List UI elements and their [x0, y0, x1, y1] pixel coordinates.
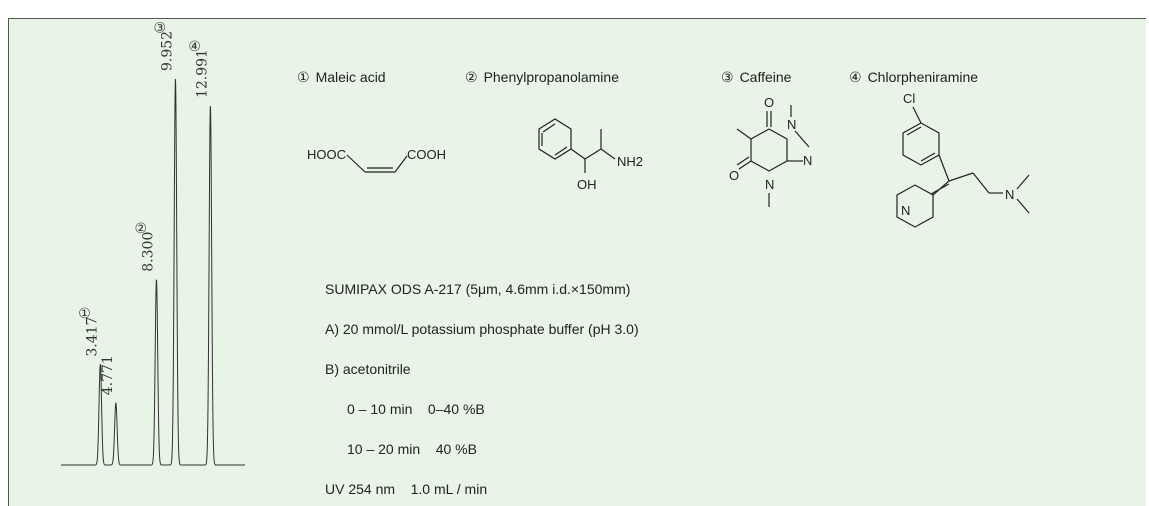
compound-name-4: Chlorpheniramine [867, 69, 979, 85]
maleic-cooh-label: COOH [407, 147, 446, 162]
retention-time-label: 3.417 [84, 317, 100, 357]
caffeine-n1-label: N [787, 117, 796, 132]
chlorpheniramine-n-amine-label: N [1005, 187, 1014, 202]
maleic-acid-structure: HOOC COOH [307, 147, 446, 173]
peak-number-label: ② [134, 221, 147, 237]
compound-name-3: Caffeine [739, 69, 792, 85]
caffeine-o1-label: O [764, 95, 774, 110]
peak-number-label: ① [78, 306, 91, 322]
condition-column: SUMIPAX ODS A-217 (5μm, 4.6mm i.d.×150mm… [325, 281, 631, 297]
chlorpheniramine-cl-label: Cl [903, 91, 915, 106]
compound-number-2: ② [465, 70, 478, 86]
retention-time-label: 8.300 [140, 232, 156, 272]
phenylpropanolamine-structure: NH2 OH [538, 118, 643, 192]
caffeine-n3-label: N [765, 177, 774, 192]
caffeine-n2-label: N [803, 153, 812, 168]
compound-name-1: Maleic acid [315, 69, 386, 85]
condition-detection: UV 254 nm 1.0 mL / min [325, 481, 488, 497]
ppa-oh-label: OH [577, 177, 597, 192]
retention-time-label: 12.991 [194, 49, 210, 98]
peak-number-label: ③ [153, 21, 166, 37]
compound-label-2: ② Phenylpropanolamine [465, 69, 619, 86]
maleic-hooc-label: HOOC [307, 147, 346, 162]
condition-gradient-2: 10 – 20 min 40 %B [347, 441, 477, 457]
ppa-nh2-label: NH2 [617, 154, 643, 169]
condition-mobile-a: A) 20 mmol/L potassium phosphate buffer … [325, 321, 639, 337]
compound-number-3: ③ [721, 70, 734, 86]
condition-gradient-1: 0 – 10 min 0–40 %B [347, 401, 485, 417]
chromatogram-trace [61, 78, 245, 466]
chlorpheniramine-structure: Cl N N [896, 91, 1030, 228]
compound-label-4: ④ Chlorpheniramine [849, 69, 978, 86]
retention-time-label: 4.771 [100, 355, 116, 395]
compound-name-2: Phenylpropanolamine [483, 69, 619, 85]
condition-mobile-b: B) acetonitrile [325, 361, 411, 377]
compound-label-1: ① Maleic acid [297, 69, 386, 86]
caffeine-o2-label: O [729, 168, 739, 183]
peak-number-label: ④ [188, 39, 201, 55]
chlorpheniramine-n-ring-label: N [901, 203, 910, 218]
retention-time-label: 9.952 [159, 31, 175, 71]
compound-number-4: ④ [849, 70, 862, 86]
compound-label-3: ③ Caffeine [721, 69, 791, 86]
caffeine-structure: O O N N N [729, 95, 812, 207]
compound-number-1: ① [297, 70, 310, 86]
